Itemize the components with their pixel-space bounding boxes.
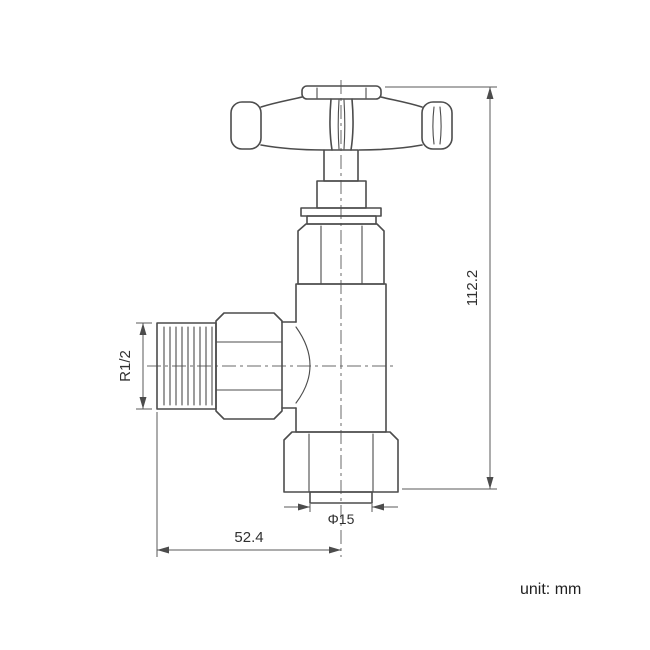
handle-left-knob xyxy=(230,101,262,150)
handle-front-arm-left-edge xyxy=(329,98,333,151)
unit-note: unit: mm xyxy=(520,581,581,598)
dimension-outlet-diameter: Φ15 xyxy=(284,503,398,527)
offset-dimension-label: 52.4 xyxy=(234,529,263,546)
valve-body xyxy=(295,283,387,433)
arrowhead-right xyxy=(329,546,341,554)
union-nut-outline xyxy=(215,312,283,420)
thread-dimension-label: R1/2 xyxy=(117,350,134,382)
handle-right-arm-top xyxy=(380,96,423,108)
arrowhead-down xyxy=(486,477,494,489)
handle-left-arm-bottom xyxy=(260,144,325,151)
arrowhead-up xyxy=(486,87,494,99)
dimension-inlet-thread: R1/2 xyxy=(117,322,152,410)
body-outline xyxy=(295,283,387,433)
handle-front-arm-detail xyxy=(337,99,340,150)
outlet-tail-pipe xyxy=(309,491,373,504)
body-branch-intersection-curve xyxy=(295,326,311,404)
compression-nut-outline xyxy=(283,431,399,493)
arrowhead-left xyxy=(157,546,169,554)
handle-knob-detail xyxy=(439,106,442,145)
handle-left-arm-top xyxy=(260,96,303,108)
arrowhead-left xyxy=(372,503,384,511)
diameter-dimension-label: Φ15 xyxy=(328,511,355,527)
handle-right-knob xyxy=(421,101,453,150)
outlet-assembly xyxy=(283,431,399,504)
handle-front-arm-right-edge xyxy=(350,98,354,151)
handle-knob-detail xyxy=(432,106,435,145)
centerlines xyxy=(147,80,394,557)
arrowhead-up xyxy=(139,323,147,335)
dimension-height: 112.2 xyxy=(385,86,497,490)
dimension-offset: 52.4 xyxy=(156,412,341,557)
valve-stem xyxy=(300,149,382,225)
arrowhead-down xyxy=(139,397,147,409)
thread-lines xyxy=(163,326,213,406)
handle-front-arm-detail xyxy=(343,99,346,150)
handle-hub xyxy=(301,85,382,100)
inlet-branch xyxy=(156,312,297,420)
handle-right-arm-bottom xyxy=(358,144,423,151)
height-dimension-label: 112.2 xyxy=(464,270,481,306)
arrowhead-right xyxy=(298,503,310,511)
valve-handle xyxy=(230,85,453,151)
